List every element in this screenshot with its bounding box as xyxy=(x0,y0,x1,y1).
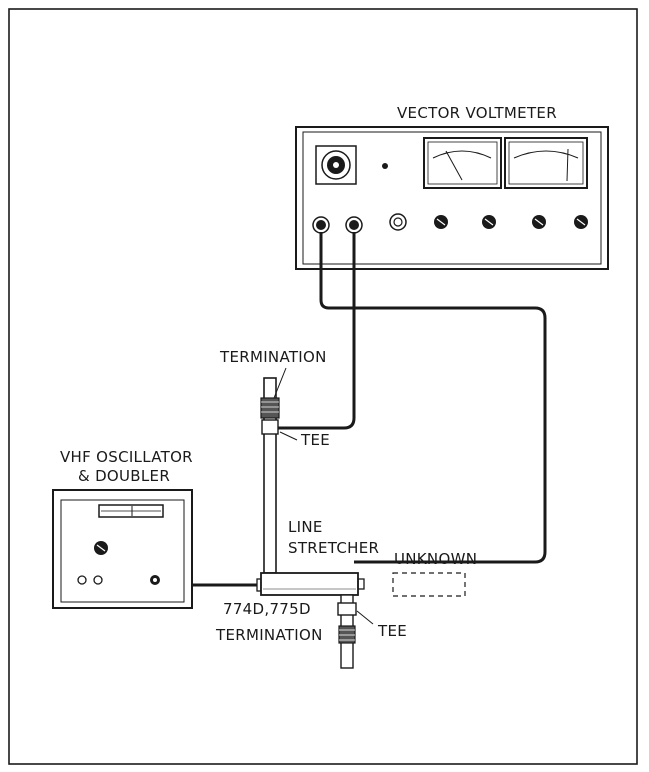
oscillator-jack-2-icon xyxy=(93,575,103,585)
range-knob-4-icon xyxy=(574,215,588,229)
range-knob-2-icon xyxy=(482,215,496,229)
directional-coupler xyxy=(256,572,365,596)
range-knob-3-icon xyxy=(532,215,546,229)
tee-top-pointer xyxy=(279,431,298,441)
probe-a-connector-icon xyxy=(312,216,330,234)
frequency-dial-icon xyxy=(98,504,164,518)
vector-voltmeter-label: VECTOR VOLTMETER xyxy=(397,104,557,122)
vector-voltmeter xyxy=(295,126,609,270)
panel-jack-icon xyxy=(389,213,407,231)
termination-top-icon xyxy=(260,397,280,419)
vhf-oscillator-label-1: VHF OSCILLATOR xyxy=(60,448,193,466)
termination-top-pointer xyxy=(273,367,287,399)
tuning-knob-icon xyxy=(94,541,108,555)
model-label: 774D,775D xyxy=(223,600,311,618)
voltmeter-knob-frame xyxy=(315,145,357,185)
vhf-oscillator-label-2: & DOUBLER xyxy=(78,467,170,485)
tee-top-icon xyxy=(261,419,279,435)
probe-b-cable xyxy=(278,232,356,430)
oscillator-jack-1-icon xyxy=(77,575,87,585)
termination-top-label: TERMINATION xyxy=(219,348,327,366)
voltmeter-knob-icon xyxy=(321,150,351,180)
tee-bottom-pointer xyxy=(356,610,374,625)
vhf-oscillator xyxy=(52,489,193,609)
range-knob-1-icon xyxy=(434,215,448,229)
unknown-device-outline xyxy=(392,572,466,597)
termination-bottom-icon xyxy=(338,625,356,644)
amplitude-meter-icon xyxy=(504,137,588,189)
line-stretcher-label-1: LINE xyxy=(288,518,323,536)
line-stretcher-label-2: STRETCHER xyxy=(288,539,379,557)
tee-bottom-label: TEE xyxy=(377,622,407,640)
termination-bottom-label: TERMINATION xyxy=(215,626,323,644)
tee-top-label: TEE xyxy=(300,431,330,449)
unknown-label: UNKNOWN xyxy=(394,550,477,568)
probe-b-connector-icon xyxy=(345,216,363,234)
probe-a-cable xyxy=(319,232,547,564)
indicator-lamp-icon xyxy=(382,163,388,169)
figure-frame xyxy=(8,8,638,765)
phase-meter-icon xyxy=(423,137,502,189)
oscillator-output-connector-icon xyxy=(150,575,160,585)
